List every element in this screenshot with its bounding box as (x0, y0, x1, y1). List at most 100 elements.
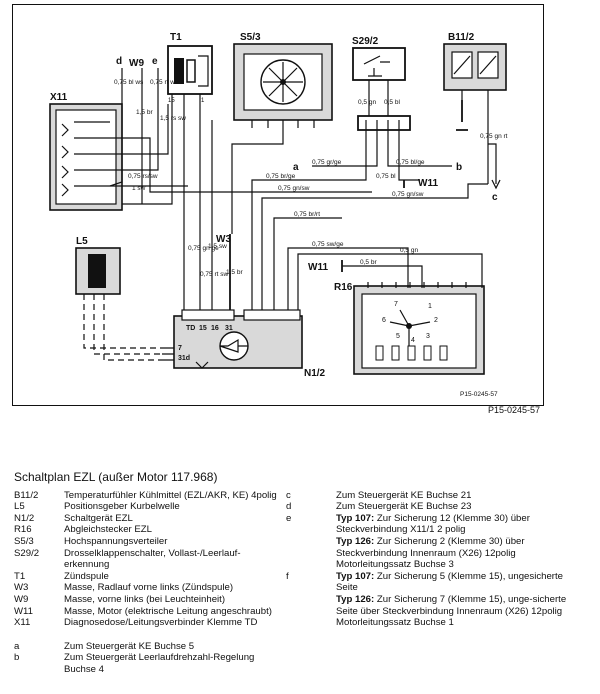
legend-description: Zum Steuergerät KE Buchse 5 (64, 640, 195, 652)
wire-label-gnsw2: 0,75 gn/sw (392, 191, 424, 198)
legend-item: N1/2 Schaltgerät EZL (14, 513, 284, 525)
legend-item: Typ 126: Zur Sicherung 2 (Klemme 30) übe… (286, 536, 586, 571)
wire-label-s29b: 0,5 bl (384, 99, 400, 106)
legend-code: f (286, 570, 289, 582)
wiring-diagram: T1 15 1 S5/3 S29/2 B11/2 X11 (12, 4, 544, 406)
legend-description: Zündspule (64, 570, 109, 582)
temp-sensor-b11-2 (443, 43, 507, 184)
legend: Schaltplan EZL (außer Motor 117.968) B11… (14, 470, 594, 675)
wire-label-blw: 0,75 bl (376, 173, 396, 180)
legend-code: d (286, 501, 292, 513)
pin-r16-5: 5 (396, 333, 400, 340)
wire-label-brrt: 0,75 br/rt (294, 211, 320, 218)
legend-item: R16 Abgleichstecker EZL (14, 524, 284, 536)
label-w3: W3 (216, 234, 231, 245)
legend-item: Typ 126: Zur Sicherung 7 (Klemme 15), un… (286, 594, 586, 629)
legend-item: X11 Diagnosedose/Leitungsverbinder Klemme… (14, 617, 284, 629)
wire-label-w9: 1,5 br (136, 109, 153, 116)
wire-label-rssw: 0,75 rs/sw (128, 173, 158, 180)
pin-t1-15: 15 (168, 98, 175, 104)
legend-description: Zum Steuergerät KE Buchse 23 (336, 501, 472, 513)
wire-label-gnsw1: 0,75 gn/sw (278, 185, 310, 192)
wire-label-1sw: 1 sw (132, 185, 146, 192)
wire-label-swge: 0,75 sw/ge (312, 241, 344, 248)
legend-title: Schaltplan EZL (außer Motor 117.968) (14, 470, 218, 484)
legend-description: Masse, Radlauf vorne links (Zündspule) (64, 582, 234, 594)
legend-type-label: Typ 107: (336, 570, 375, 582)
legend-code: B11/2 (14, 489, 39, 501)
legend-code: T1 (14, 570, 26, 582)
legend-code: a (14, 640, 20, 652)
wire-label-gnge: 0,75 gn ge (188, 245, 219, 252)
wire-label-15br: 1,5 br (226, 269, 243, 276)
legend-type-text: Zur Sicherung 12 (Klemme 30) über Steckv… (336, 512, 530, 536)
legend-code: X11 (14, 617, 31, 629)
legend-type-label: Typ 126: (336, 593, 375, 605)
legend-code: L5 (14, 501, 25, 513)
legend-code: c (286, 489, 291, 501)
pin-7: 7 (178, 345, 182, 352)
legend-description: Typ 107: Zur Sicherung 12 (Klemme 30) üb… (336, 513, 586, 536)
pin-16: 16 (211, 325, 219, 332)
legend-item: d Zum Steuergerät KE Buchse 23 (286, 501, 586, 513)
legend-description: Zum Steuergerät KE Buchse 21 (336, 489, 472, 501)
legend-description: Drosselklappenschalter, Vollast-/Leerlau… (64, 547, 241, 571)
pin-31d: 31d (178, 355, 190, 362)
legend-description: Diagnosedose/Leitungsverbinder Klemme TD (64, 617, 258, 629)
legend-code: W9 (14, 593, 29, 605)
terminal-d: d (116, 56, 122, 67)
legend-description: Abgleichstecker EZL (64, 524, 152, 536)
label-s29-2: S29/2 (352, 36, 379, 47)
pin-31: 31 (225, 325, 233, 332)
legend-description: Typ 107: Zur Sicherung 5 (Klemme 15), un… (336, 571, 586, 594)
pin-r16-2: 2 (434, 317, 438, 324)
wire-label-15sw: 1,5 sw (208, 243, 227, 250)
wire-labels: 0,75 bl ws 1,5 br 0,75 rt ws 1,5 rs sw 0… (114, 79, 508, 278)
terminal-c: c (492, 192, 498, 203)
label-w11-top: W11 (418, 178, 438, 189)
legend-code: R16 (14, 524, 32, 536)
wire-label-a: 0,75 gr/ge (312, 159, 342, 166)
wire-label-05br: 0,5 br (360, 259, 377, 266)
diagram-frame (12, 4, 544, 406)
legend-code (286, 536, 336, 571)
legend-code: N1/2 (14, 512, 35, 524)
wire-label-rtsw: 0,75 rt sw (200, 271, 228, 278)
legend-right-column: c Zum Steuergerät KE Buchse 21 d Zum Steuer… (286, 490, 586, 629)
pin-15: 15 (199, 325, 207, 332)
adjust-plug-r16 (353, 282, 485, 375)
legend-type-text: Zur Sicherung 7 (Klemme 15), unge-sicher… (336, 593, 567, 629)
legend-description: Typ 126: Zur Sicherung 2 (Klemme 30) übe… (336, 536, 586, 571)
pin-r16-4: 4 (411, 337, 415, 344)
terminal-a: a (293, 162, 299, 173)
diagnostic-socket-x11 (49, 103, 123, 211)
wire-label-b: 0,75 bl/ge (396, 159, 425, 166)
wire-label-brge: 0,75 br/ge (266, 173, 296, 180)
terminal-e: e (152, 56, 158, 67)
legend-description: Masse, Motor (elektrische Leitung angesc… (64, 605, 272, 617)
wire-label-05gn: 0,5 gn (400, 247, 418, 254)
label-r16: R16 (334, 282, 353, 293)
legend-description: Schaltgerät EZL (64, 512, 133, 524)
pin-r16-3: 3 (426, 333, 430, 340)
wires (109, 68, 501, 369)
crank-sensor-l5 (75, 247, 162, 361)
legend-type-text: Zur Sicherung 2 (Klemme 30) über Steckve… (336, 535, 525, 571)
pin-r16-1: 1 (428, 303, 432, 310)
wire-label-e: 0,75 rt ws (150, 79, 179, 86)
legend-type-label: Typ 107: (336, 512, 375, 524)
wire-label-s29a: 0,5 gn (358, 99, 376, 106)
legend-type-text: Zur Sicherung 5 (Klemme 15), ungesichert… (336, 570, 563, 594)
label-t1: T1 (170, 32, 182, 43)
ignition-coil-t1 (167, 45, 213, 104)
label-x11: X11 (50, 92, 68, 103)
legend-item: a Zum Steuergerät KE Buchse 5 (14, 641, 284, 653)
wire-label-b11: 0,75 gn rt (480, 133, 508, 140)
